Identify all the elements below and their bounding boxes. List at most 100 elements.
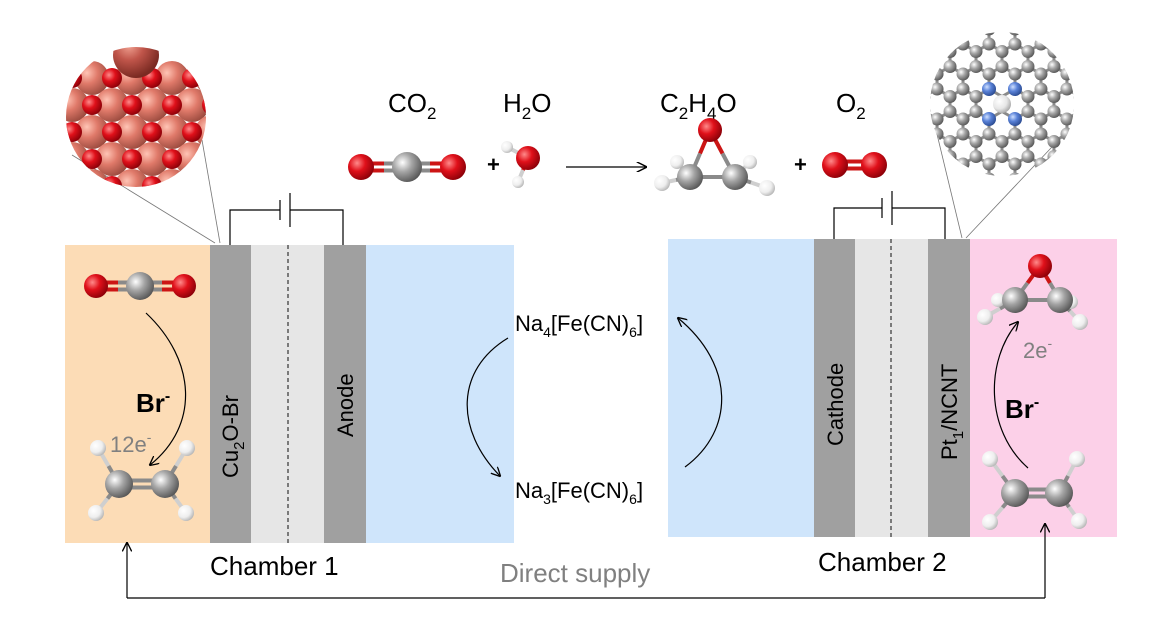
carbon-atom (1021, 150, 1035, 163)
oxygen-atom (202, 203, 222, 223)
platinum-atom (993, 95, 1011, 113)
o2-molecule (822, 152, 887, 178)
carbon-atom (1034, 157, 1048, 171)
cc-bond (976, 179, 989, 187)
copper-atom (135, 142, 169, 176)
carbon-atom (943, 105, 957, 118)
copper-atom (235, 61, 269, 95)
redox-arrow-right (678, 318, 723, 468)
copper-atom (95, 196, 129, 230)
carbon-atom (1008, 127, 1022, 141)
c2h4o-label: C2H4O (660, 88, 737, 123)
oxygen-atom (102, 176, 122, 187)
hydrogen-atom (977, 309, 993, 325)
copper-atom (135, 196, 169, 230)
hydrogen-atom (982, 451, 998, 467)
carbon-atom (1021, 90, 1035, 103)
h2o-molecule (501, 141, 540, 188)
carbon-atom (392, 152, 422, 182)
cycle-arrow-left (145, 312, 187, 465)
cycle-arrow-right (993, 322, 1029, 469)
hydrogen-atom (1072, 314, 1088, 330)
carbon-atom (1073, 135, 1074, 148)
copper-atom (135, 88, 169, 122)
carbon-atom (1073, 60, 1074, 73)
carbon-atom (982, 127, 996, 141)
ethylene-oxide-molecule-top (654, 118, 775, 196)
carbon-atom (982, 67, 996, 81)
oxygen-atom (242, 95, 262, 115)
br-mediator-right: Br- (1005, 394, 1039, 424)
oxygen-atom (242, 203, 262, 223)
carbon-atom (1060, 112, 1074, 126)
carbon-atom (943, 150, 957, 163)
copper-atom (215, 196, 249, 230)
copper-atom (255, 142, 289, 176)
cu2o-surface-zoom (0, 47, 289, 230)
copper-atom (155, 61, 189, 95)
copper-atom (66, 88, 89, 122)
carbon-atom (969, 135, 983, 148)
hydrogen-atom (670, 155, 684, 169)
oxygen-atom (102, 122, 122, 142)
carbon-atom (982, 157, 996, 171)
copper-atom (0, 61, 29, 95)
oxygen-atom (182, 122, 202, 142)
nitrogen-atom (982, 112, 997, 126)
oxygen-atom (242, 149, 262, 169)
copper-atom (175, 196, 209, 230)
carbon-atom (969, 45, 983, 58)
copper-atom (155, 115, 189, 149)
h2o-label: H2O (503, 88, 551, 123)
oxygen-atom (82, 203, 102, 223)
hydrogen-atom (512, 176, 524, 188)
cc-bond (1002, 22, 1015, 30)
carbon-atom (1034, 67, 1048, 81)
chamber1-electrode (210, 245, 251, 543)
carbon-atom (1021, 135, 1035, 148)
zoom-line-right-2 (965, 129, 1069, 239)
direct-supply-label: Direct supply (500, 558, 650, 588)
oxygen-atom (262, 176, 282, 196)
carbon-atom (930, 127, 944, 141)
cc-bond (1015, 22, 1028, 30)
carbon-atom (995, 60, 1009, 73)
carbon-atom (1060, 67, 1074, 81)
copper-atom (75, 115, 109, 149)
carbon-atom (956, 37, 970, 51)
oxygen-atom (66, 176, 82, 187)
carbon-atom (930, 82, 944, 96)
direct-supply-arrow (127, 524, 1045, 599)
carbon-atom (969, 105, 983, 118)
co2-molecule-chamber1 (84, 272, 196, 300)
copper-atom (195, 61, 206, 95)
hydrogen-atom (1071, 513, 1087, 529)
carbon-atom (943, 135, 957, 148)
adsorbed-br-atom (113, 47, 159, 78)
copper-atom (215, 88, 249, 122)
zoom-line-right-1 (935, 129, 963, 239)
carbon-atom (1021, 15, 1034, 28)
oxygen-atom (122, 203, 142, 223)
oxygen-atom (162, 149, 182, 169)
carbon-atom (969, 90, 983, 103)
carbon-atom (1034, 32, 1048, 36)
oxygen-atom (2, 149, 22, 169)
hydrogen-atom (991, 293, 1005, 307)
ethylene-molecule-chamber1 (88, 440, 195, 521)
chamber1-label: Chamber 1 (210, 551, 339, 581)
carbon-atom (1034, 172, 1048, 176)
copper-atom (255, 88, 289, 122)
carbon-atom (996, 15, 1009, 28)
copper-atom (15, 142, 49, 176)
br-mediator-left: Br- (136, 388, 170, 418)
ethylene-oxide-molecule-chamber2 (977, 254, 1088, 330)
chamber1-electrolyte (366, 245, 514, 543)
copper-atom (255, 196, 289, 230)
plus-sign-1: + (487, 152, 500, 177)
oxygen-atom (440, 154, 466, 180)
carbon-atom (969, 150, 983, 163)
oxygen-atom (222, 122, 242, 142)
chamber2-electrolyte (668, 239, 814, 537)
copper-atom (66, 169, 69, 187)
